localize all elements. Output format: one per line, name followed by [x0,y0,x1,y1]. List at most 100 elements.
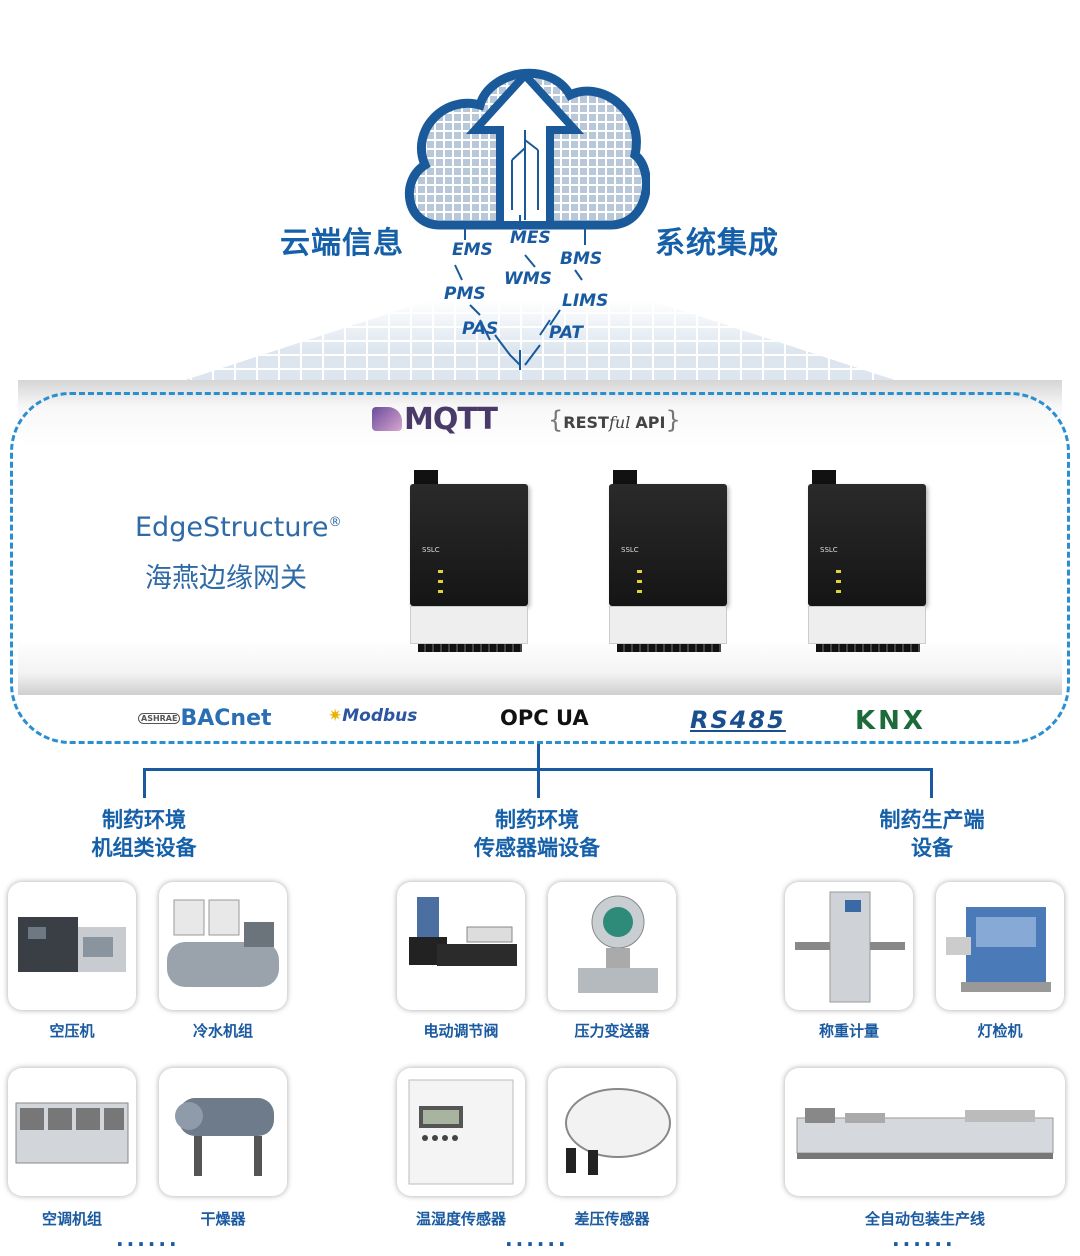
rest-text: REST [563,413,609,432]
dryer-image [175,1098,274,1176]
system-label-pat: PAT [549,323,584,343]
air-compressor-image [18,917,126,972]
gateway-device-1: SSLC [410,470,532,652]
system-label-mes: MES [510,228,551,248]
modbus-text: Modbus [342,706,418,726]
cloud-grid-floor [170,300,910,385]
card-temp-humidity-sensor [397,1068,525,1196]
system-label-wms: WMS [504,269,552,289]
card-light-inspection [936,882,1064,1010]
category-line: 机组类设备 [91,836,197,860]
device-led [438,590,443,593]
more-items-ellipsis-left: ······ [116,1232,180,1256]
device-terminal-bottom [816,644,920,652]
label-light-inspection: 灯检机 [977,1022,1023,1040]
device-led [637,570,642,573]
mqtt-icon [372,407,402,431]
light-inspection-image [946,907,1051,992]
card-pressure-transmitter [548,882,676,1010]
device-terminal-top [812,470,836,484]
opc-ua-text: UA [555,706,589,730]
more-items-ellipsis-center: ······ [505,1232,569,1256]
system-label-pas: PAS [462,319,499,339]
card-air-handling-unit [8,1068,136,1196]
card-air-compressor [8,882,136,1010]
system-connection-lines [454,215,586,370]
chiller-image [167,899,279,987]
rest-ful-text: ful [608,413,631,432]
category-line: 传感器端设备 [474,836,600,860]
mqtt-text: MQTT [404,402,498,437]
edgestructure-name: EdgeStructure [135,512,329,543]
system-label-ems: EMS [452,240,493,260]
modbus-star-icon: ✷ [328,706,343,726]
cloud-info-title: 云端信息 [280,226,404,261]
tree-branch-left [143,768,146,798]
registered-mark: ® [328,515,342,530]
label-packaging-line: 全自动包装生产线 [864,1210,985,1228]
ashrae-badge: ASHRAE [138,713,181,724]
category-line: 设备 [911,836,953,860]
category-line: 制药环境 [495,808,579,832]
device-body [808,484,926,606]
edge-gateway-frame [10,392,1070,744]
device-base [410,606,528,644]
label-dryer: 干燥器 [200,1210,246,1228]
tree-branch-center [537,768,540,798]
label-pressure-transmitter: 压力变送器 [574,1022,650,1040]
gateway-subtitle: 海燕边缘网关 [145,563,307,594]
system-label-bms: BMS [560,249,603,269]
temp-humidity-sensor-image [408,1079,514,1185]
card-chiller [159,882,287,1010]
label-electric-valve: 电动调节阀 [423,1022,499,1040]
device-led [836,570,841,573]
device-led [438,570,443,573]
device-body [609,484,727,606]
device-terminal-top [414,470,438,484]
device-terminal-bottom [617,644,721,652]
label-air-handling-unit: 空调机组 [41,1210,102,1228]
device-led [637,580,642,583]
gateway-device-2: SSLC [609,470,731,652]
device-logo: SSLC [422,546,440,554]
system-label-pms: PMS [444,284,486,304]
label-differential-pressure-sensor: 差压传感器 [574,1210,650,1228]
label-temp-humidity-sensor: 温湿度传感器 [415,1210,506,1228]
device-logo: SSLC [621,546,639,554]
bacnet-text: BACnet [180,706,272,731]
rest-api-text: API [635,413,666,432]
device-led [836,590,841,593]
tree-trunk [537,744,540,770]
label-air-compressor: 空压机 [49,1022,95,1040]
device-base [609,606,727,644]
rest-brace-close: } [665,406,681,434]
electric-valve-image [409,897,517,966]
category-sensors: 制药环境传感器端设备 [437,806,637,862]
device-led [836,580,841,583]
opc-text: OPC [500,706,549,730]
pressure-transmitter-image [578,895,658,993]
top-protocol-band [18,380,1062,448]
differential-pressure-sensor-image [565,1088,671,1175]
category-line: 制药生产端 [879,808,985,832]
device-terminal-top [613,470,637,484]
rest-brace-open: { [548,406,564,434]
gateway-device-3: SSLC [808,470,930,652]
card-dryer [159,1068,287,1196]
more-items-ellipsis-right: ······ [892,1232,956,1256]
category-production: 制药生产端设备 [832,806,1032,862]
tree-branch-right [930,768,933,798]
card-differential-pressure-sensor [548,1068,676,1196]
device-led [637,590,642,593]
edgestructure-title: EdgeStructure® [135,512,342,543]
modbus-logo: ✷Modbus [328,706,417,726]
rs485-logo: RS485 [690,706,786,734]
card-electric-valve [397,882,525,1010]
opc-ua-logo: OPC UA [500,706,589,730]
device-logo: SSLC [820,546,838,554]
device-base [808,606,926,644]
category-hvac-units: 制药环境机组类设备 [44,806,244,862]
air-handling-unit-image [15,1102,129,1164]
device-body [410,484,528,606]
